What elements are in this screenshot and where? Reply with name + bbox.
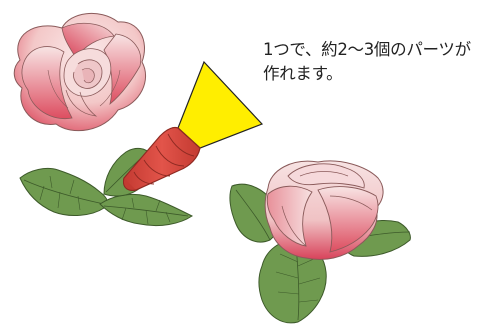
caption-line-2: 作れます。: [263, 64, 343, 83]
leaf-icon: [99, 193, 193, 227]
open-rose-icon: [13, 12, 147, 132]
instruction-caption: 1つで、約2〜3個のパーツが 作れます。: [263, 38, 478, 86]
rose-bud-icon: [264, 160, 384, 260]
leaf-icon: [19, 167, 108, 216]
caption-line-1: 1つで、約2〜3個のパーツが: [263, 40, 471, 59]
piping-bag-icon: [123, 60, 264, 191]
